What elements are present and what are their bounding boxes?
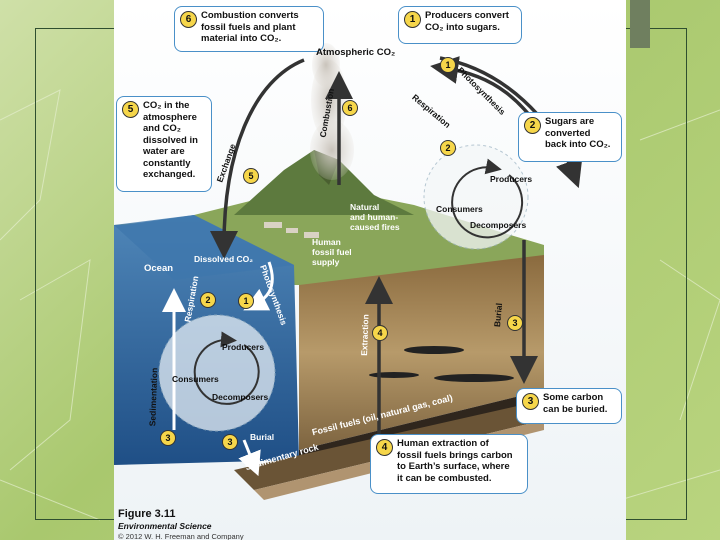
callout-text: Some carbon can be buried. <box>543 392 616 415</box>
atmospheric-co2-label: Atmospheric CO₂ <box>316 48 395 58</box>
step-badge: 6 <box>342 100 358 116</box>
step-badge: 4 <box>372 325 388 341</box>
ocean-label: Ocean <box>144 264 173 274</box>
step-badge: 2 <box>440 140 456 156</box>
producers-ocean-label: Producers <box>222 342 264 352</box>
decomposers-ocean-label: Decomposers <box>212 392 268 402</box>
callout-number: 3 <box>522 393 539 410</box>
callout-text: Sugars are converted back into CO₂. <box>545 116 616 151</box>
callout-text: CO₂ in the atmosphere and CO₂ dissolved … <box>143 100 206 181</box>
consumers-ocean-label: Consumers <box>172 374 219 384</box>
step-badge: 3 <box>160 430 176 446</box>
callout-text: Producers convert CO₂ into sugars. <box>425 10 516 33</box>
callout-number: 1 <box>404 11 421 28</box>
callout-text: Combustion converts fossil fuels and pla… <box>201 10 318 45</box>
figure-caption: Figure 3.11 <box>118 508 175 520</box>
step-badge: 1 <box>238 293 254 309</box>
burial-bottom-label: Burial <box>250 432 274 442</box>
slide-tab <box>630 0 650 48</box>
step-badge: 3 <box>507 315 523 331</box>
callout-combustion: 6 Combustion converts fossil fuels and p… <box>174 6 324 52</box>
burial-right-label: Burial <box>492 303 504 328</box>
copyright-text: © 2012 W. H. Freeman and Company <box>118 532 244 540</box>
book-title: Environmental Science <box>118 521 212 531</box>
dissolved-co2-label: Dissolved CO₂ <box>194 254 253 264</box>
step-badge: 2 <box>200 292 216 308</box>
step-badge: 5 <box>243 168 259 184</box>
callout-number: 4 <box>376 439 393 456</box>
callout-extraction: 4 Human extraction of fossil fuels bring… <box>370 434 528 494</box>
fossil-fuel-supply-label: Human fossil fuel supply <box>312 237 352 267</box>
callout-text: Human extraction of fossil fuels brings … <box>397 438 522 484</box>
fires-label: Natural and human- caused fires <box>350 202 400 232</box>
step-badge: 3 <box>222 434 238 450</box>
decomposers-land-label: Decomposers <box>470 220 526 230</box>
extraction-label: Extraction <box>359 314 370 356</box>
step-badge: 1 <box>440 57 456 73</box>
callout-number: 5 <box>122 101 139 118</box>
callout-exchange: 5 CO₂ in the atmosphere and CO₂ dissolve… <box>116 96 212 192</box>
carbon-cycle-figure: 6 Combustion converts fossil fuels and p… <box>114 0 626 540</box>
callout-number: 6 <box>180 11 197 28</box>
callout-producers: 1 Producers convert CO₂ into sugars. <box>398 6 522 44</box>
sedimentation-label: Sedimentation <box>147 368 159 427</box>
callout-sugars: 2 Sugars are converted back into CO₂. <box>518 112 622 162</box>
callout-number: 2 <box>524 117 541 134</box>
producers-land-label: Producers <box>490 174 532 184</box>
consumers-land-label: Consumers <box>436 204 483 214</box>
callout-burial: 3 Some carbon can be buried. <box>516 388 622 424</box>
